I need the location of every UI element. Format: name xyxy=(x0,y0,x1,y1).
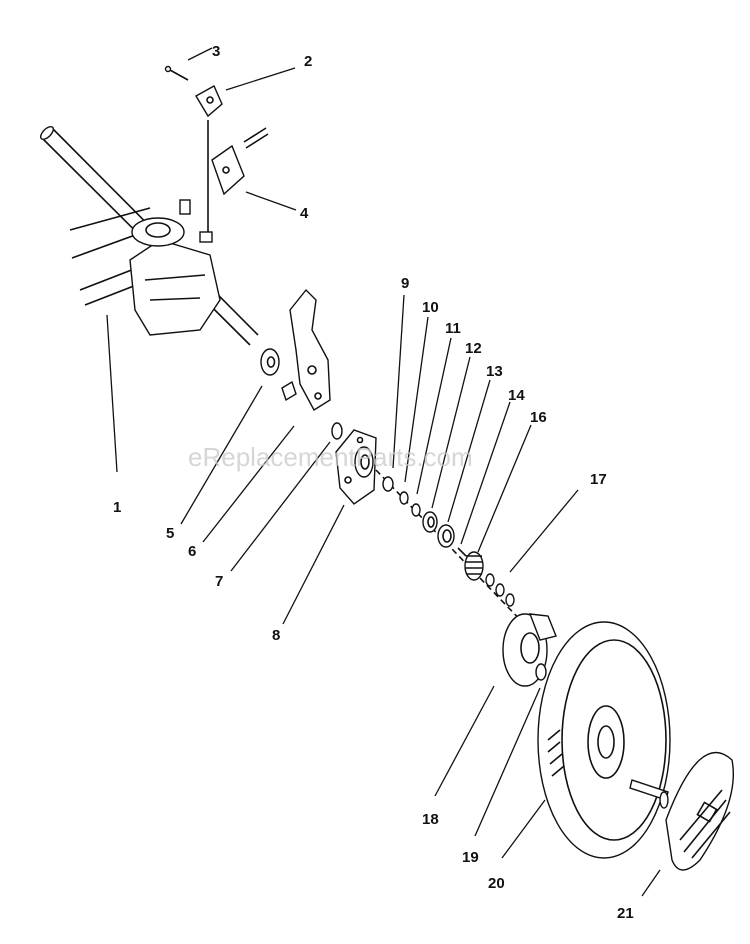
callout-2: 2 xyxy=(304,53,312,70)
callout-8: 8 xyxy=(272,627,280,644)
assembly-axis xyxy=(375,469,531,631)
part-12-ring xyxy=(422,511,438,533)
part-13-bearing xyxy=(437,524,455,548)
part-2-cap xyxy=(195,85,223,118)
leader-lines xyxy=(106,47,661,897)
callout-9: 9 xyxy=(401,275,409,292)
part-17-washers xyxy=(485,573,515,607)
part-19-washer xyxy=(535,663,547,681)
part-9-washer xyxy=(382,476,394,492)
callout-14: 14 xyxy=(508,387,525,404)
callout-17: 17 xyxy=(590,471,607,488)
part-10-clip xyxy=(399,491,409,505)
callout-10: 10 xyxy=(422,299,439,316)
callout-5: 5 xyxy=(166,525,174,542)
transmission-housing xyxy=(129,199,221,336)
part-7-ring xyxy=(331,422,343,440)
callout-13: 13 xyxy=(486,363,503,380)
callout-20: 20 xyxy=(488,875,505,892)
part-8-bearing-housing xyxy=(335,429,377,505)
part-14-pin xyxy=(457,547,467,557)
part-21-hub-cap xyxy=(665,751,735,871)
callout-1: 1 xyxy=(113,499,121,516)
callout-19: 19 xyxy=(462,849,479,866)
watermark-text: eReplacementParts.com xyxy=(188,442,473,472)
part-3-pin xyxy=(164,65,189,81)
part-5-washer xyxy=(260,348,280,376)
part-6-lever-plate xyxy=(281,288,331,411)
part-4-bracket xyxy=(207,120,269,232)
callout-7: 7 xyxy=(215,573,223,590)
part-11-washer xyxy=(411,503,421,517)
callout-3: 3 xyxy=(212,43,220,60)
callout-11: 11 xyxy=(445,320,461,337)
part-16-gear xyxy=(464,551,484,581)
callout-16: 16 xyxy=(530,409,547,426)
callout-18: 18 xyxy=(422,811,439,828)
callout-4: 4 xyxy=(300,205,309,222)
part-20-wheel xyxy=(537,621,671,859)
callout-numbers: 1 2 3 4 5 6 7 8 9 10 11 12 13 14 16 17 1… xyxy=(113,43,634,922)
callout-21: 21 xyxy=(617,905,634,922)
callout-12: 12 xyxy=(465,340,482,357)
callout-6: 6 xyxy=(188,543,196,560)
